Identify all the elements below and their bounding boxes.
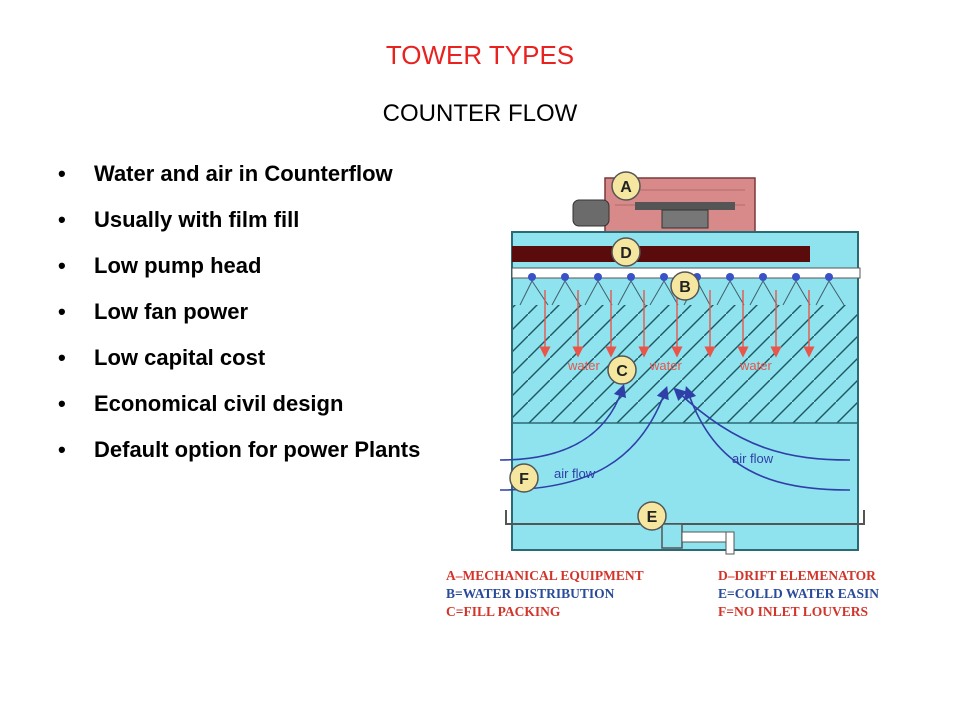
spray-pattern <box>519 280 845 306</box>
bullet-item: Economical civil design <box>58 390 448 418</box>
legend-f: F=NO INLET LOUVERS <box>718 604 868 619</box>
air-flow-label-2: air flow <box>732 451 774 466</box>
marker-b: B <box>670 271 700 301</box>
marker-f: F <box>509 463 539 493</box>
bullet-item: Default option for power Plants <box>58 436 448 464</box>
bullet-item: Low capital cost <box>58 344 448 372</box>
water-label-3: water <box>739 358 772 373</box>
marker-e: E <box>637 501 667 531</box>
legend-d: D–DRIFT ELEMENATOR <box>718 568 876 583</box>
water-flow-arrows <box>539 290 815 358</box>
water-label-2: water <box>649 358 682 373</box>
drift-eliminator <box>512 246 810 262</box>
svg-text:B: B <box>679 279 691 296</box>
fan-motor <box>572 199 735 229</box>
water-label-1: water <box>567 358 600 373</box>
cold-water-basin <box>505 510 865 555</box>
marker-c: C <box>607 355 637 385</box>
legend-e: E=COLLD WATER EASIN <box>718 586 879 601</box>
slide-title: TOWER TYPES <box>385 40 575 70</box>
svg-text:D: D <box>620 245 632 262</box>
bullet-list: Water and air in Counterflow Usually wit… <box>58 160 448 482</box>
legend-b: B=WATER DISTRIBUTION <box>446 586 615 601</box>
legend-c: C=FILL PACKING <box>446 604 561 619</box>
fill-packing <box>513 305 857 423</box>
legend-a: A–MECHANICAL EQUIPMENT <box>446 568 644 583</box>
bullet-item: Low fan power <box>58 298 448 326</box>
bullet-item: Water and air in Counterflow <box>58 160 448 188</box>
spray-nozzles <box>528 273 833 281</box>
slide-subtitle: COUNTER FLOW <box>382 100 578 127</box>
bullet-item: Low pump head <box>58 252 448 280</box>
svg-text:A: A <box>620 179 632 196</box>
svg-text:E: E <box>647 509 658 526</box>
air-flow-label-1: air flow <box>554 466 596 481</box>
svg-text:C: C <box>616 363 628 380</box>
svg-text:F: F <box>519 471 529 488</box>
bullet-item: Usually with film fill <box>58 206 448 234</box>
marker-d: D <box>611 237 641 267</box>
marker-a: A <box>611 171 641 201</box>
counterflow-tower-diagram: water water water air flow air flow A D … <box>446 171 879 619</box>
